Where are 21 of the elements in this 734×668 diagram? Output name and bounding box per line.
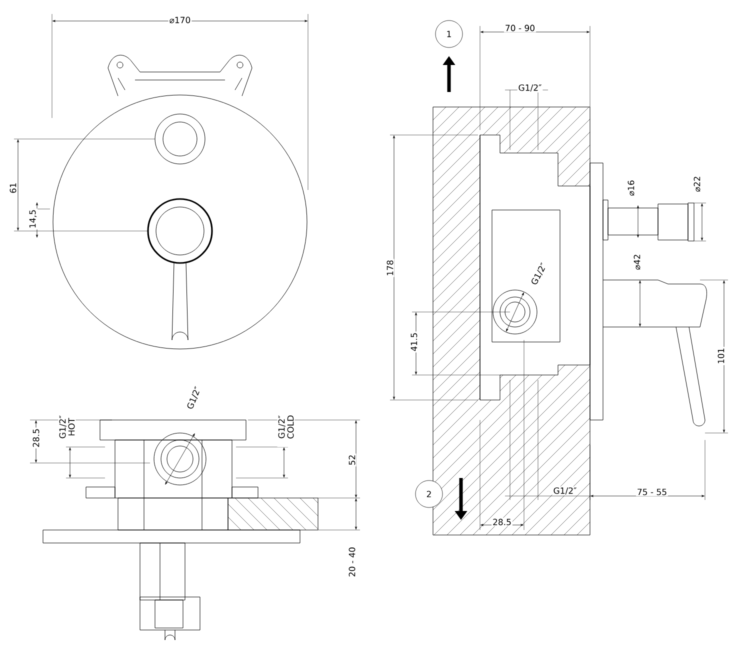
dimension-label: G1/2″ [517, 83, 543, 93]
dimension-label: 28.5 [492, 518, 512, 526]
dimension-label: 61 [8, 182, 18, 194]
dimension-label: 52 [348, 454, 356, 466]
dimension-label: 14,5 [28, 208, 38, 230]
dimension-label: ⌀16 [626, 179, 636, 197]
dimension-label: 70 - 90 [504, 24, 536, 32]
dimension-label: G1/2″ [185, 384, 203, 412]
dimension-label: G1/2″ HOT [58, 409, 76, 445]
dimension-label: 28.5 [32, 428, 40, 448]
dimension-label: ⌀22 [692, 175, 702, 193]
dimension-label: 75 - 55 [636, 488, 668, 496]
dimension-label: G1/2″ [552, 486, 578, 496]
dimension-label: 20 - 40 [348, 546, 356, 578]
dimension-label: G1/2″ COLD [277, 407, 295, 447]
dimension-label: G1/2″ [529, 260, 549, 288]
dimension-label: ⌀42 [632, 253, 642, 271]
dimension-label: 41.5 [410, 332, 418, 352]
dimension-label: 178 [386, 258, 394, 278]
dimension-label: ⌀170 [168, 16, 192, 24]
dimension-label: 101 [716, 346, 726, 366]
